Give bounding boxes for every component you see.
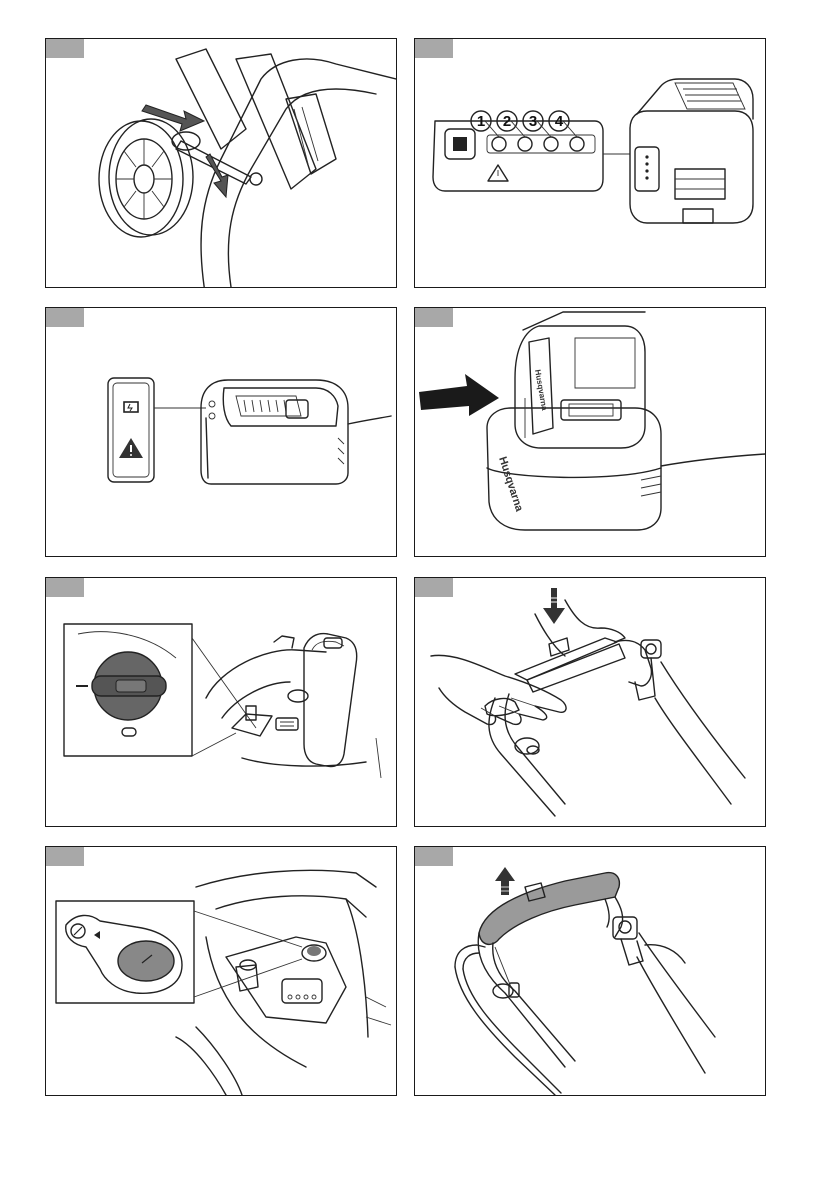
panel-handle-press: [414, 577, 766, 827]
panel-start-button: [45, 846, 397, 1096]
panel-wheel-height-adjust: [45, 38, 397, 288]
wheel-lever-icon: [46, 39, 396, 287]
key-knob-icon: [46, 578, 396, 826]
insert-arrow-icon: Husqvarna Husqvarna: [415, 308, 765, 556]
charger-icon: [46, 308, 396, 556]
indicator-number-2: 2: [503, 113, 511, 130]
indicator-number-3: 3: [529, 113, 537, 130]
panel-safety-key-knob: [45, 577, 397, 827]
battery-status-icon: 1 2 3 4: [415, 39, 765, 287]
lift-arrow-icon: [415, 847, 765, 1095]
panel-battery-insert-charger: Husqvarna Husqvarna: [414, 307, 766, 557]
indicator-number-1: 1: [477, 113, 485, 130]
panel-handle-lift: [414, 846, 766, 1096]
battery-brand-label: Husqvarna: [533, 369, 549, 412]
start-button-icon: [46, 847, 396, 1095]
indicator-leds: [492, 137, 584, 151]
press-arrow-icon: [415, 578, 765, 826]
charger-brand-label: Husqvarna: [496, 455, 525, 514]
panel-charger-indicator: [45, 307, 397, 557]
panel-battery-indicator: 1 2 3 4: [414, 38, 766, 288]
indicator-number-4: 4: [555, 113, 564, 130]
